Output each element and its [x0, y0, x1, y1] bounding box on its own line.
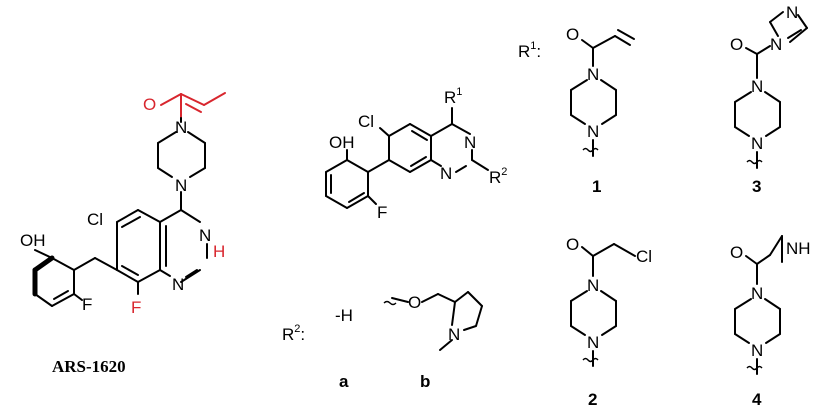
central-scaffold: N N R1 R2 Cl OH F [325, 86, 507, 222]
c2-n-top: N [587, 276, 599, 295]
r2a-hydrogen: -H [335, 306, 353, 325]
r2a-label: a [339, 372, 349, 391]
c4-oxygen: O [730, 243, 743, 262]
c1-oxygen: O [566, 25, 579, 44]
pip-n-bottom: N [175, 176, 187, 195]
scaffold-fluorine: F [377, 203, 387, 222]
c1-n-bottom: N [587, 122, 599, 141]
r2b-nitrogen: N [448, 325, 460, 344]
scaffold-r2: R2 [489, 166, 507, 187]
acryl-oxygen: O [143, 95, 156, 114]
c3-n-top: N [751, 77, 763, 96]
scaffold-r1: R1 [444, 86, 462, 107]
c4-n-top: N [751, 284, 763, 303]
c3-n-bottom: N [751, 134, 763, 153]
r2b-label: b [420, 372, 430, 391]
highlight-hydrogen: H [213, 242, 225, 261]
compound-2: O Cl N N 2 [566, 235, 652, 409]
c4-n-bottom: N [751, 341, 763, 360]
c2-oxygen: O [566, 235, 579, 254]
scaffold-n1: N [440, 164, 452, 183]
r2b-oxygen: O [408, 293, 421, 312]
piperazine-ring [157, 131, 206, 178]
c1-label: 1 [592, 177, 601, 196]
ars-fluorine-red: F [131, 298, 141, 317]
c3-imid-n1: N [770, 35, 782, 54]
compound-4: O NH N N 4 [730, 235, 811, 409]
ars-1620-structure: O N N [20, 92, 226, 376]
c3-oxygen: O [730, 35, 743, 54]
scaffold-chlorine: Cl [358, 112, 374, 131]
ars-chlorine: Cl [87, 210, 103, 229]
c4-label: 4 [752, 390, 762, 409]
fluorophenol-ring [32, 255, 118, 307]
c2-label: 2 [588, 390, 597, 409]
quinazoline-core [116, 209, 208, 295]
scaffold-n3: N [464, 133, 476, 152]
c3-label: 3 [752, 177, 761, 196]
c1-n-top: N [587, 65, 599, 84]
c3-imid-n3: N [786, 3, 798, 22]
ars-fluorine: F [82, 295, 92, 314]
compound-1: O N N 1 [566, 25, 635, 196]
r1-heading: R1: [518, 40, 541, 61]
acrylamide-warhead [160, 92, 226, 119]
c4-aziridine-nh: NH [786, 239, 811, 258]
pip-n-top: N [175, 118, 187, 137]
r2-definitions: R2: -H a O N b [282, 291, 483, 391]
quin-n1: N [172, 275, 184, 294]
scaffold-hydroxyl: OH [329, 133, 355, 152]
ars-hydroxyl: OH [20, 231, 46, 250]
compound-3: O N N N N 3 [730, 3, 808, 196]
ars-1620-label: ARS-1620 [52, 357, 126, 376]
quin-n3: N [199, 226, 211, 245]
c2-n-bottom: N [587, 333, 599, 352]
c2-chlorine: Cl [636, 247, 652, 266]
r2-heading: R2: [282, 323, 305, 344]
